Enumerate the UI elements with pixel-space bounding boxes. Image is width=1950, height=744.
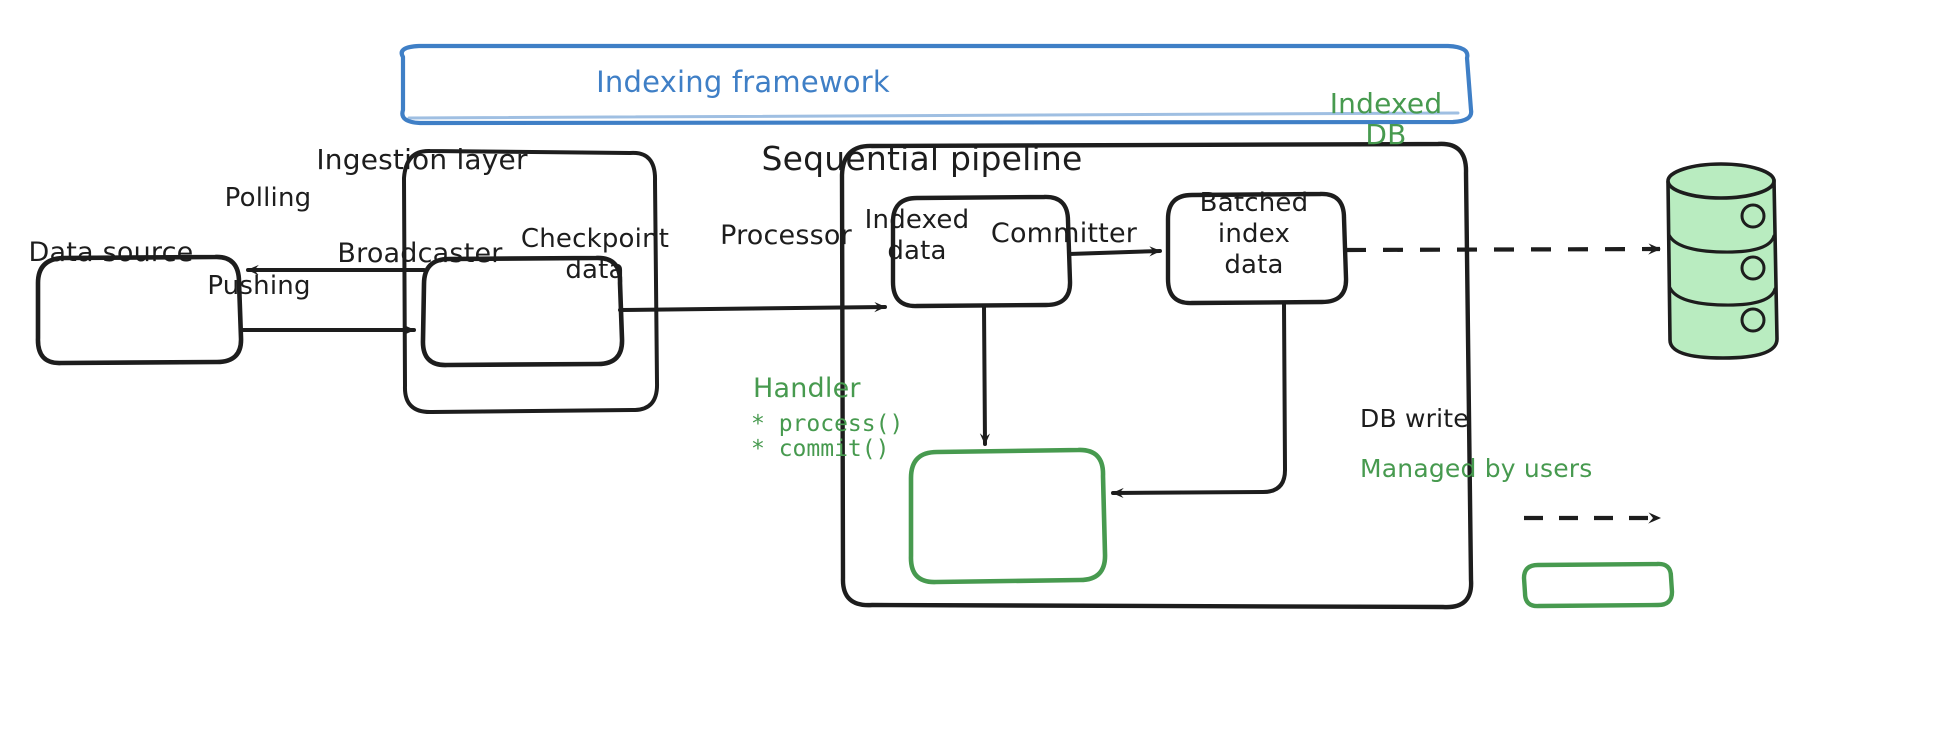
framework-title: Indexing framework xyxy=(596,65,890,99)
edge-committer-to-handler xyxy=(1111,301,1287,499)
broadcaster-label: Broadcaster xyxy=(337,238,503,269)
legend-item-managed-by-users-label: Managed by users xyxy=(1360,454,1593,483)
indexed-db-label-line2: DB xyxy=(1365,118,1407,151)
edge-batched-index-data xyxy=(1345,243,1661,255)
indexed-db-label-line1: Indexed xyxy=(1329,87,1443,120)
handler-method-process: * process() xyxy=(751,411,904,437)
data-source-label: Data source xyxy=(28,237,194,268)
indexed-db-shape xyxy=(1666,162,1779,360)
edge-checkpoint-label-line2: data xyxy=(565,255,625,285)
data-source-shape xyxy=(35,254,244,366)
edge-checkpoint-label-line1: Checkpoint xyxy=(520,224,670,254)
broadcaster-shape xyxy=(420,255,625,368)
ingestion-layer-shape xyxy=(402,148,660,415)
edge-indexed-data-label-line2: data xyxy=(887,236,947,266)
edge-batched-label-line3: data xyxy=(1224,250,1284,280)
legend-item-db-write-label: DB write xyxy=(1360,404,1469,433)
handler-shape xyxy=(908,447,1108,585)
handler-label: Handler xyxy=(753,373,861,404)
sequential-pipeline-title: Sequential pipeline xyxy=(761,139,1083,178)
edge-batched-label-line2: index xyxy=(1217,219,1291,249)
framework-banner-shape xyxy=(399,43,1474,126)
edge-polling-label: Polling xyxy=(224,183,312,213)
committer-shape xyxy=(1165,191,1349,306)
processor-label: Processor xyxy=(720,220,852,251)
edge-indexed-data xyxy=(1067,246,1162,257)
ingestion-layer-title: Ingestion layer xyxy=(316,143,528,176)
legend-green-box-icon xyxy=(1521,561,1675,609)
edge-indexed-data-label-line1: Indexed xyxy=(864,205,970,235)
edge-checkpoint-data xyxy=(618,302,887,313)
handler-method-commit: * commit() xyxy=(751,436,890,462)
processor-shape xyxy=(890,194,1073,309)
sequential-pipeline-shape xyxy=(839,141,1474,610)
edge-processor-to-handler xyxy=(979,304,991,446)
edge-batched-label-line1: Batched xyxy=(1199,188,1309,218)
committer-label: Committer xyxy=(990,218,1138,249)
edge-pushing-label: Pushing xyxy=(207,271,311,301)
